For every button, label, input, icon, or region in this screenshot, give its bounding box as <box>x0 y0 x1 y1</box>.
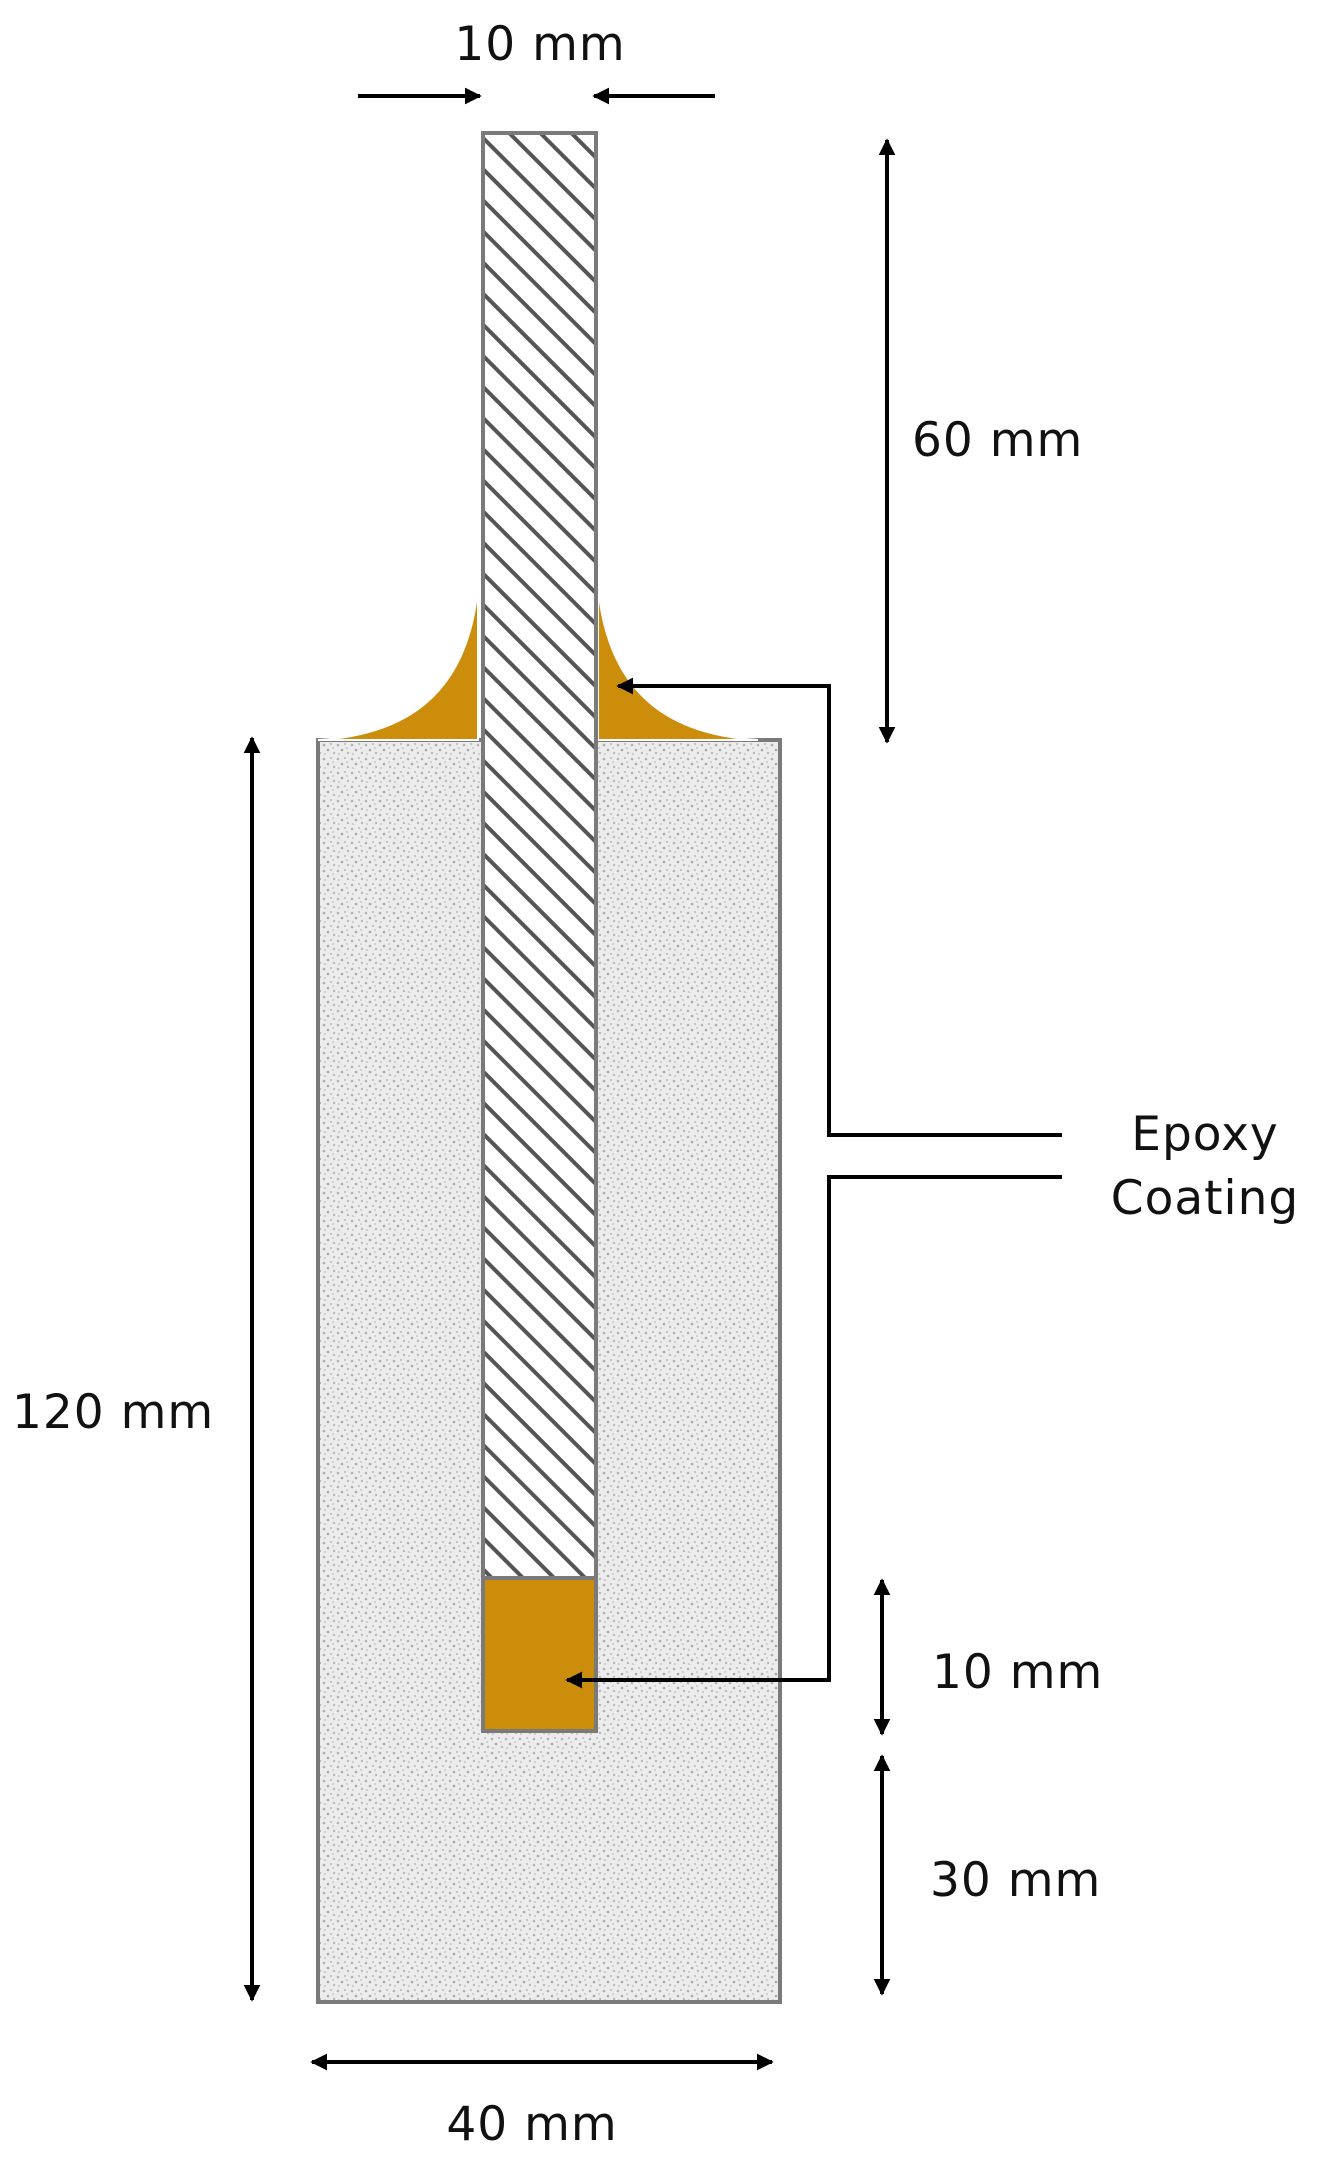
tip-length-label: 10 mm <box>932 1645 1103 1700</box>
bottom-cover-label: 30 mm <box>930 1853 1101 1908</box>
exposed-length-label: 60 mm <box>912 413 1083 468</box>
specimen-width-label: 40 mm <box>446 2097 617 2152</box>
epoxy-label-line2: Coating <box>1111 1171 1299 1226</box>
epoxy-callout-lower <box>565 1175 1062 1689</box>
epoxy-fillet-left <box>317 584 479 741</box>
steel-bar <box>481 131 598 1580</box>
epoxy-callout-upper <box>616 677 1062 1137</box>
specimen-height-label: 120 mm <box>12 1385 214 1440</box>
bar-width-label: 10 mm <box>454 17 625 72</box>
epoxy-tip <box>481 1576 598 1733</box>
epoxy-fillet-right <box>597 584 759 741</box>
epoxy-label-line1: Epoxy <box>1131 1107 1278 1162</box>
